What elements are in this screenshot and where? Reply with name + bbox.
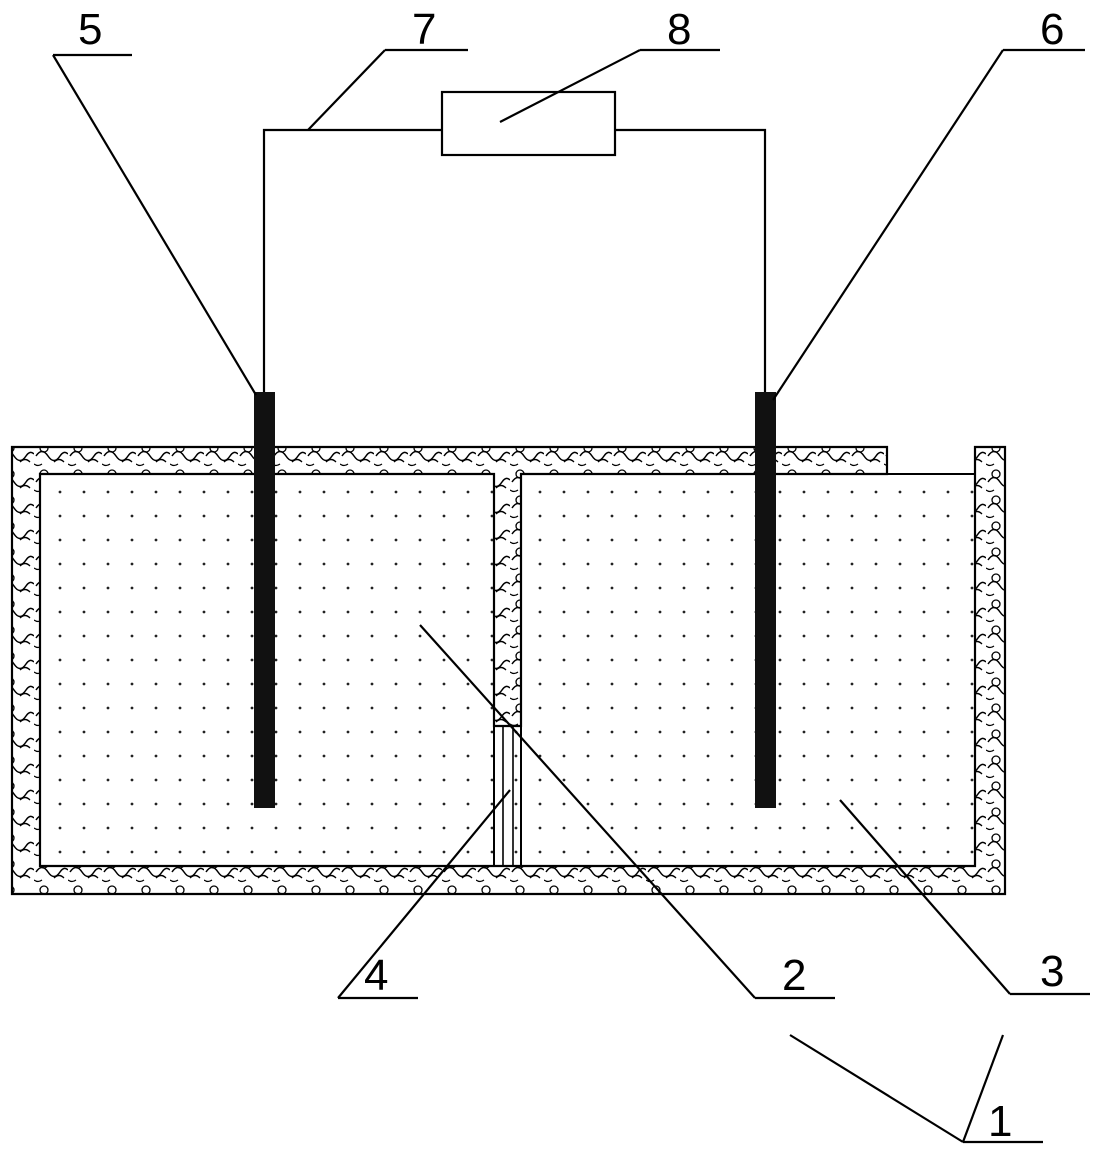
wire-right xyxy=(615,128,767,392)
label-8: 8 xyxy=(667,5,691,54)
label-4: 4 xyxy=(364,951,388,1000)
right-electrode xyxy=(755,392,776,808)
label-6: 6 xyxy=(1040,5,1064,54)
membrane-separator xyxy=(502,726,514,866)
label-1: 1 xyxy=(988,1097,1012,1146)
leader-lines xyxy=(52,48,1090,1144)
right-chamber-electrolyte xyxy=(520,473,976,867)
label-5: 5 xyxy=(78,5,102,54)
label-2: 2 xyxy=(782,951,806,1000)
label-7: 7 xyxy=(412,5,436,54)
partition-channel xyxy=(494,726,521,866)
wire xyxy=(262,128,442,392)
left-electrode xyxy=(254,392,275,808)
label-3: 3 xyxy=(1040,947,1064,996)
power-box xyxy=(440,90,617,157)
